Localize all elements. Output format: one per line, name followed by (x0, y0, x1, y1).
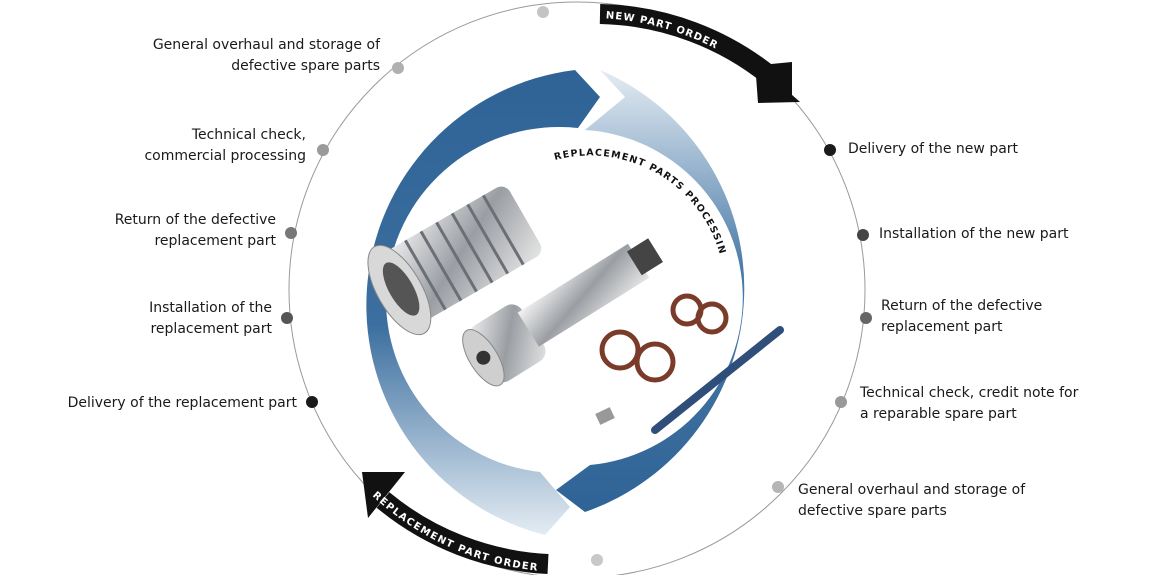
outer-cycle-ring (288, 1, 866, 575)
left-step-4: Installation of the replacement part (149, 300, 272, 337)
step-dot (857, 229, 869, 241)
step-dot (591, 554, 603, 566)
step-dot (285, 227, 297, 239)
step-dot (835, 396, 847, 408)
right-step-3: Return of the defective replacement part (881, 298, 1043, 335)
step-dot (392, 62, 404, 74)
step-dot (537, 6, 549, 18)
ring-segment-right (556, 70, 745, 512)
left-step-3: Return of the defective replacement part (114, 212, 276, 249)
spindle-parts-image (367, 186, 784, 434)
right-step-5: General overhaul and storage of defectiv… (798, 482, 1026, 519)
left-step-1: General overhaul and storage of defectiv… (152, 37, 380, 74)
step-dot (772, 481, 784, 493)
step-dot (306, 396, 318, 408)
right-step-1: Delivery of the new part (848, 141, 1019, 157)
right-step-4: Technical check, credit note for a repar… (860, 385, 1079, 422)
step-dot (860, 312, 872, 324)
left-step-2: Technical check, commercial processing (144, 127, 306, 164)
left-step-5: Delivery of the replacement part (67, 395, 297, 411)
step-dot (824, 144, 836, 156)
step-dots (281, 6, 872, 566)
step-dot (281, 312, 293, 324)
ring-segment-left (366, 70, 600, 535)
right-step-2: Installation of the new part (879, 226, 1069, 242)
step-dot (317, 144, 329, 156)
